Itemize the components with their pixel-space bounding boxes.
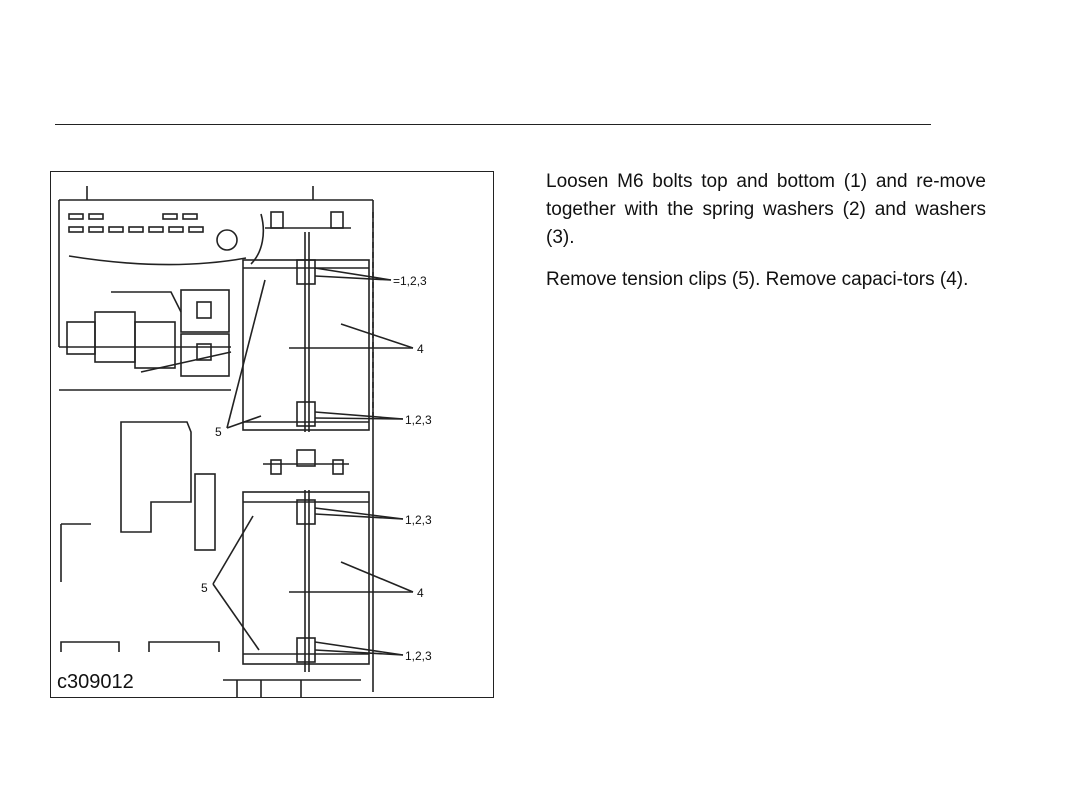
assembly-figure: =1,2,3 4 1,2,3 5 1,2,3 4 1,2,3 5 c309012 (50, 171, 494, 698)
instruction-text: Loosen M6 bolts top and bottom (1) and r… (546, 168, 986, 308)
figure-id-label: c309012 (55, 671, 136, 693)
top-rule (55, 124, 931, 125)
callout-clip-2: 5 (201, 581, 208, 595)
callout-clip-1: 5 (215, 425, 222, 439)
instruction-paragraph-2: Remove tension clips (5). Remove capaci-… (546, 269, 969, 290)
callout-bolts-top-1: =1,2,3 (393, 274, 427, 288)
callout-capacitor-2: 4 (417, 586, 424, 600)
callout-bolts-bottom-2: 1,2,3 (405, 649, 432, 663)
instruction-paragraph-1: Loosen M6 bolts top and bottom (1) and r… (546, 171, 986, 248)
callout-bolts-top-2: 1,2,3 (405, 513, 432, 527)
callout-bolts-bottom-1: 1,2,3 (405, 413, 432, 427)
capacitor-assembly-drawing: =1,2,3 4 1,2,3 5 1,2,3 4 1,2,3 5 (58, 186, 432, 697)
callout-capacitor-1: 4 (417, 342, 424, 356)
